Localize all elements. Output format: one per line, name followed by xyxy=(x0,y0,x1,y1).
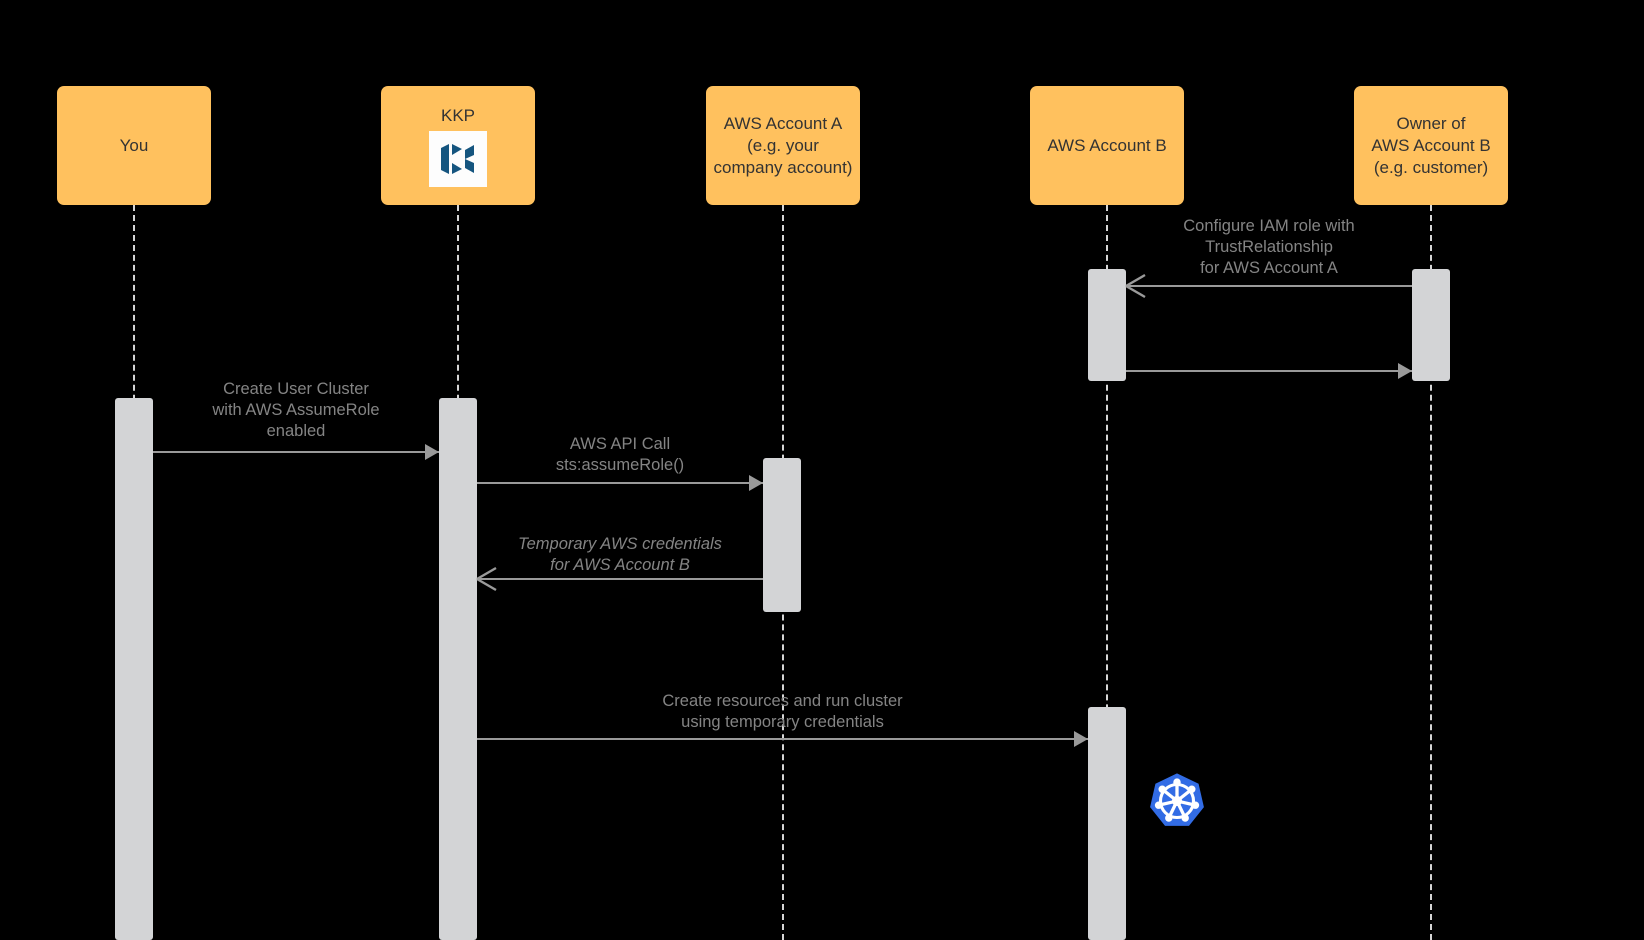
message-label-m5: Temporary AWS credentials for AWS Accoun… xyxy=(518,535,722,574)
participant-kkp[interactable]: KKP xyxy=(381,86,535,205)
message-arrowhead-m6 xyxy=(1074,731,1088,747)
kubernetes-logo-icon xyxy=(1147,771,1207,836)
message-arrowhead-m1 xyxy=(1125,273,1146,299)
message-line-m6 xyxy=(477,738,1088,740)
participant-label-you: You xyxy=(119,135,149,155)
participant-aws-account-a[interactable]: AWS Account A (e.g. your company account… xyxy=(706,86,860,205)
activation-bar-kkp xyxy=(439,398,477,940)
lifeline-aws-account-b xyxy=(1106,205,1108,940)
message-arrowhead-m4 xyxy=(749,475,763,491)
message-arrowhead-m2 xyxy=(1398,363,1412,379)
activation-bar-aws-account-b xyxy=(1088,269,1126,381)
activation-bar-aws-account-b xyxy=(1088,707,1126,940)
message-line-m5 xyxy=(477,578,763,580)
message-arrowhead-m5 xyxy=(476,566,497,592)
participant-label-aws-account-b: AWS Account B xyxy=(1047,135,1167,155)
participant-owner-aws-account-b[interactable]: Owner of AWS Account B (e.g. customer) xyxy=(1354,86,1508,205)
message-line-m2 xyxy=(1126,370,1412,372)
participant-aws-account-b[interactable]: AWS Account B xyxy=(1030,86,1184,205)
activation-bar-aws-account-a xyxy=(763,458,801,612)
participant-label-aws-account-a: AWS Account A (e.g. your company account… xyxy=(713,113,853,177)
message-label-m3: Create User Cluster with AWS AssumeRole … xyxy=(212,380,380,440)
message-label-m1: Configure IAM role with TrustRelationshi… xyxy=(1183,217,1355,277)
kkp-logo-icon xyxy=(429,130,487,187)
message-arrowhead-m3 xyxy=(425,444,439,460)
message-line-m1 xyxy=(1126,285,1412,287)
activation-bar-you xyxy=(115,398,153,940)
message-label-m6: Create resources and run cluster using t… xyxy=(662,692,903,731)
message-line-m3 xyxy=(153,451,439,453)
participant-you[interactable]: You xyxy=(57,86,211,205)
message-line-m4 xyxy=(477,482,763,484)
participant-label-kkp: KKP xyxy=(440,105,476,125)
message-label-m4: AWS API Call sts:assumeRole() xyxy=(555,435,685,474)
lifeline-owner-aws-account-b xyxy=(1430,205,1432,940)
activation-bar-owner-aws-account-b xyxy=(1412,269,1450,381)
participant-label-owner-aws-account-b: Owner of AWS Account B (e.g. customer) xyxy=(1371,113,1491,177)
